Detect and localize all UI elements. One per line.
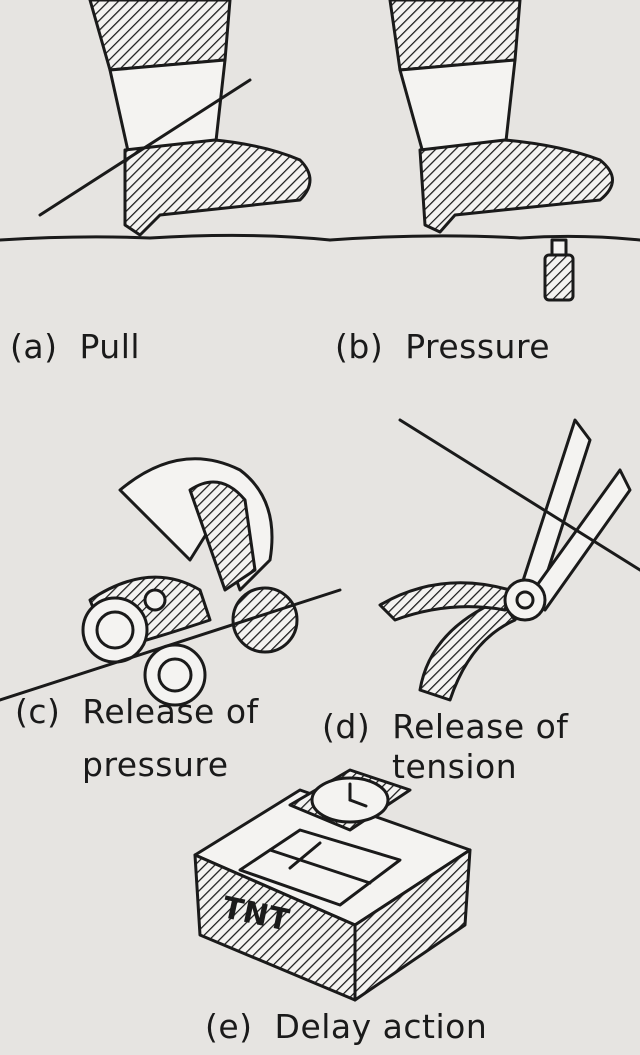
caption-letter: (e) xyxy=(205,1007,253,1046)
caption-release-of-tension-line2: tension xyxy=(392,747,518,786)
caption-release-of-pressure-line1: (c) Release of xyxy=(15,695,259,728)
caption-text: Release of xyxy=(82,692,259,731)
caption-pressure: (b) Pressure xyxy=(335,330,550,363)
caption-letter: (d) xyxy=(322,707,371,746)
caption-letter: (b) xyxy=(335,327,384,366)
pull-boot-illustration xyxy=(0,0,332,242)
caption-letter: (a) xyxy=(10,327,58,366)
caption-release-of-tension-line1: (d) Release of xyxy=(322,710,568,743)
pliers-illustration xyxy=(378,418,640,702)
caption-delay-action: (e) Delay action xyxy=(205,1010,487,1043)
binoculars-illustration xyxy=(0,457,342,707)
caption-letter: (c) xyxy=(15,692,61,731)
pressure-boot-illustration xyxy=(328,0,640,302)
caption-text: Pressure xyxy=(405,327,551,366)
caption-text: Release of xyxy=(392,707,569,746)
caption-pull: (a) Pull xyxy=(10,330,140,363)
caption-text: Pull xyxy=(79,327,141,366)
caption-release-of-pressure-line2: pressure xyxy=(82,745,229,784)
caption-text: Delay action xyxy=(274,1007,488,1046)
tnt-box-illustration xyxy=(193,768,472,1002)
